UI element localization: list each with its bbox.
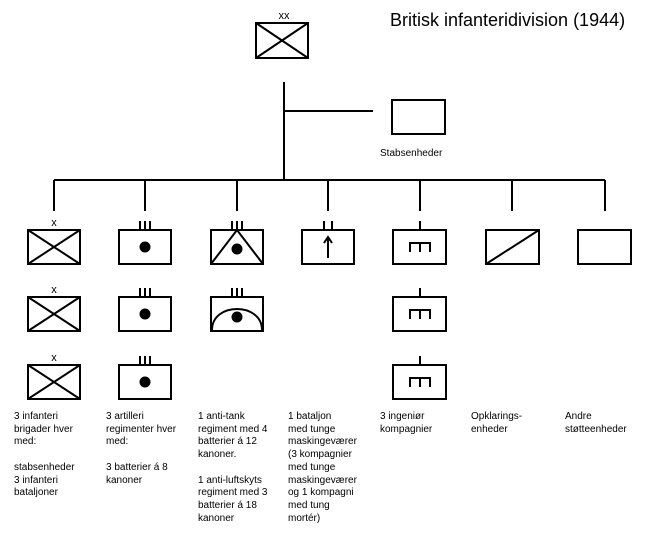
caption-support: Andre støtteenheder: [565, 411, 627, 435]
caption-engineer: 3 ingeniør kompagnier: [380, 411, 433, 435]
engineer-company-icon: [392, 288, 447, 332]
support-unit-icon: [577, 229, 632, 265]
svg-text:x: x: [51, 217, 57, 229]
svg-text:x: x: [51, 352, 57, 364]
machine-gun-battalion-icon: [301, 221, 355, 265]
caption-machinegun: 1 bataljon med tunge maskingeværer (3 ko…: [288, 411, 357, 524]
division-echelon-mark: xx: [279, 10, 291, 22]
hq-caption: Stabsenheder: [380, 148, 443, 159]
artillery-regiment-icon: [118, 288, 172, 332]
artillery-regiment-icon: [118, 221, 172, 265]
infantry-brigade-icon: x: [27, 352, 81, 400]
caption-antitank: 1 anti-tank regiment med 4 batterier á 1…: [198, 411, 268, 524]
engineer-company-icon: [392, 356, 447, 400]
drop-lines: [53, 180, 606, 211]
caption-artillery: 3 artilleri regimenter hver med: 3 batte…: [106, 411, 177, 486]
division-symbol: xx: [255, 10, 309, 59]
chart-title: Britisk infanteridivision (1944): [390, 10, 626, 30]
caption-infantry: 3 infanteri brigader hver med: stabsenhe…: [14, 411, 75, 499]
anti-aircraft-regiment-icon: [210, 288, 264, 332]
anti-tank-regiment-icon: [210, 221, 264, 265]
hq-unit-box: [391, 99, 446, 135]
reconnaissance-icon: [485, 229, 540, 265]
svg-text:x: x: [51, 284, 57, 296]
caption-recon: Opklarings- enheder: [471, 411, 523, 435]
infantry-brigade-icon: x: [27, 217, 81, 265]
infantry-brigade-icon: x: [27, 284, 81, 332]
artillery-regiment-icon: [118, 356, 172, 400]
engineer-company-icon: [392, 221, 447, 265]
